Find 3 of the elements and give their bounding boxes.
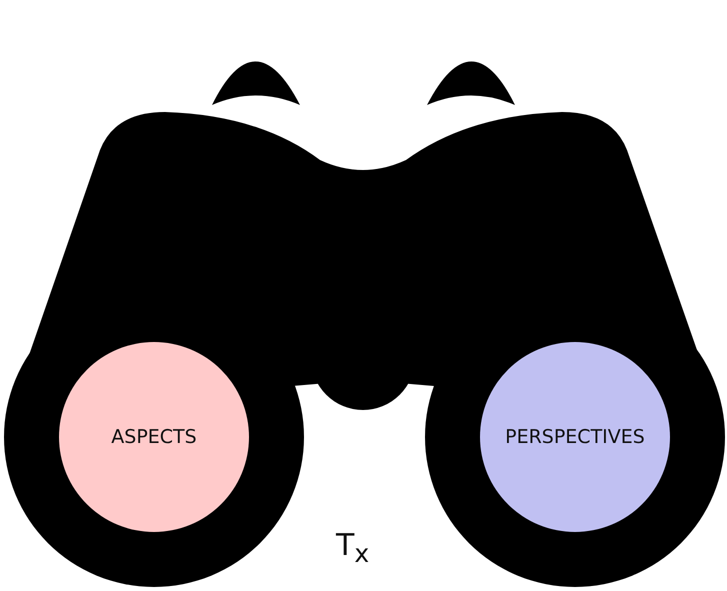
lens-label: PERSPECTIVES bbox=[505, 426, 645, 448]
lens-label: ASPECTS bbox=[111, 426, 197, 448]
variable-label: T$_{x}$ bbox=[336, 528, 370, 568]
